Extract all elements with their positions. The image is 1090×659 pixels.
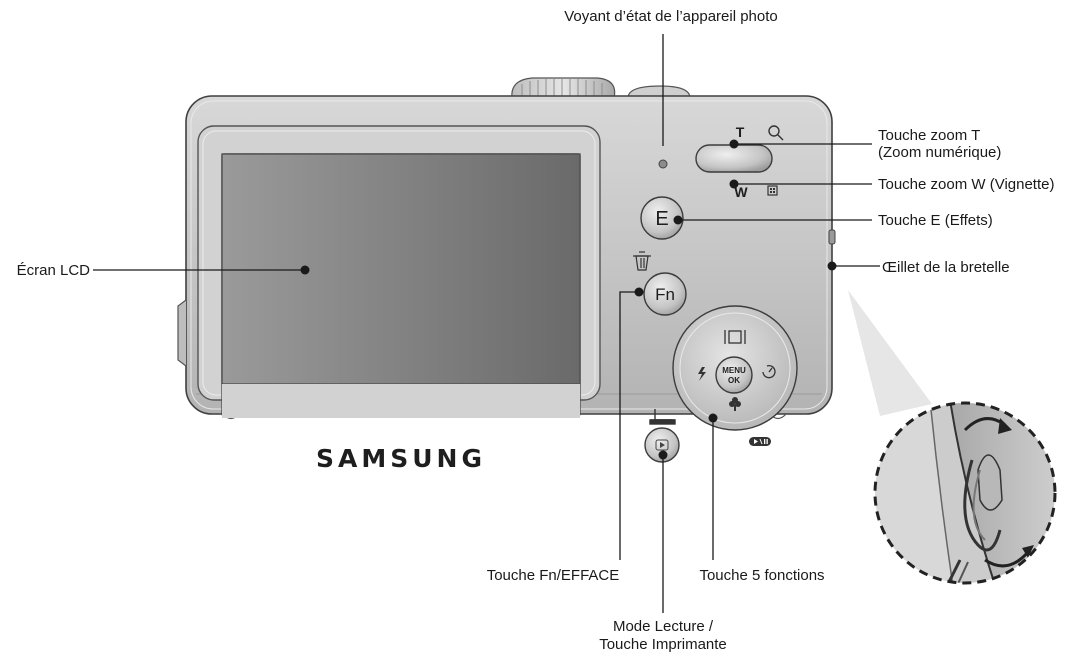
self-timer-icon — [762, 365, 776, 379]
menu-ok-button — [715, 356, 753, 394]
trash-icon — [633, 251, 651, 271]
label-lcd: Écran LCD — [17, 262, 91, 279]
status-lamp — [658, 159, 668, 169]
label-strap-eyelet: Œillet de la bretelle — [882, 259, 1010, 276]
label-status-lamp: Voyant d’état de l’appareil photo — [564, 8, 778, 25]
label-zoom-t: Touche zoom T — [878, 127, 980, 144]
label-play-print: Touche Imprimante — [599, 636, 727, 653]
zoom-callout-wedge — [848, 290, 932, 416]
label-e-button: Touche E (Effets) — [878, 212, 993, 229]
anchor-dots — [300, 139, 837, 460]
label-five-function: Touche 5 fonctions — [699, 567, 824, 584]
fn-button — [643, 272, 687, 316]
play-pause-icon — [749, 437, 771, 446]
label-zoom-w: Touche zoom W (Vignette) — [878, 176, 1054, 193]
label-play-mode: Mode Lecture / — [613, 618, 714, 635]
label-fn-delete: Touche Fn/EFFACE — [487, 567, 620, 584]
svg-text:MENU: MENU — [722, 366, 746, 375]
mode-dial — [511, 77, 616, 99]
svg-text:Fn: Fn — [655, 285, 675, 304]
svg-text:E: E — [655, 208, 668, 230]
zoom-rocker — [695, 144, 773, 173]
svg-text:OK: OK — [728, 376, 740, 385]
strap-detail-zoom — [873, 401, 1057, 585]
flash-icon — [698, 367, 706, 381]
magnifier-icon — [768, 125, 784, 141]
brand-logo: SAMSUNG — [316, 444, 486, 473]
shutter-button — [627, 85, 691, 99]
label-zoom-t-sub: (Zoom numérique) — [878, 144, 1001, 161]
thumbnail-icon — [767, 185, 778, 196]
strap-eyelet — [828, 229, 836, 245]
zoom-tele-letter: T — [736, 124, 745, 140]
zoom-wide-letter: W — [734, 184, 748, 200]
leader-lines — [93, 34, 880, 613]
display-icon — [724, 330, 746, 344]
macro-icon — [729, 397, 741, 411]
printer-icon — [649, 409, 676, 425]
e-button — [640, 196, 684, 240]
